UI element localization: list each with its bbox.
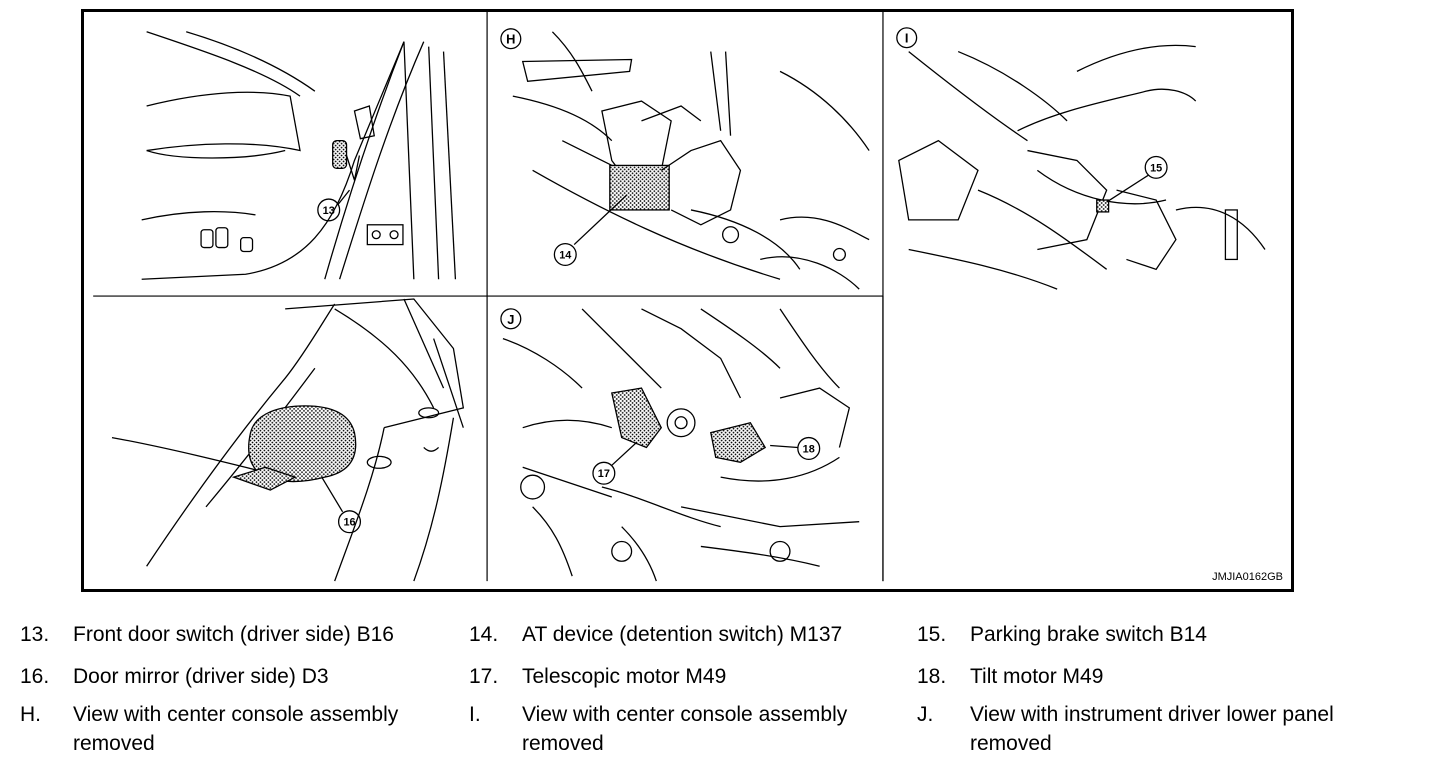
diagram-illustration: H I J 13 14 15 16 17 18	[93, 12, 1266, 582]
figure-code: JMJIA0162GB	[1212, 571, 1283, 583]
legend-number: 16.	[20, 665, 50, 688]
legend-text: Parking brake switch B14	[970, 623, 1207, 646]
panel-steering-motors	[500, 308, 860, 582]
legend-number: H.	[20, 703, 41, 726]
panel-letter-i: I	[905, 31, 909, 46]
legend-number: J.	[917, 703, 934, 726]
legend-text: AT device (detention switch) M137	[522, 623, 843, 646]
legend-text: View with instrument driver lower panel …	[970, 703, 1334, 755]
callout-13: 13	[323, 205, 335, 217]
legend-number: 15.	[917, 623, 947, 646]
panel-letter-j: J	[507, 312, 514, 327]
callout-15: 15	[1150, 162, 1162, 174]
legend-text: View with center console assembly remove…	[73, 703, 399, 755]
panel-parking-brake	[896, 27, 1266, 290]
callout-18: 18	[803, 443, 815, 455]
legend-number: 14.	[469, 623, 499, 646]
legend: 13. Front door switch (driver side) B16 …	[0, 620, 1440, 770]
legend-number: 18.	[917, 665, 947, 688]
callout-numbers: 13 14 15 16 17 18	[323, 162, 1163, 528]
panel-door-mirror	[111, 298, 465, 582]
legend-text: Telescopic motor M49	[522, 665, 727, 688]
legend-text: View with center console assembly remove…	[522, 703, 848, 755]
legend-number: 17.	[469, 665, 499, 688]
callout-17: 17	[598, 468, 610, 480]
legend-text: Tilt motor M49	[970, 665, 1104, 688]
panel-letters: H I J	[506, 31, 908, 327]
legend-number: I.	[469, 703, 481, 726]
panel-door-switch	[141, 31, 457, 280]
panel-at-device	[500, 28, 870, 290]
legend-text: Front door switch (driver side) B16	[73, 623, 394, 646]
legend-text: Door mirror (driver side) D3	[73, 665, 329, 688]
panel-grid	[93, 12, 884, 582]
panel-letter-h: H	[506, 32, 515, 47]
callout-16: 16	[343, 517, 355, 529]
diagram-figure: H I J 13 14 15 16 17 18 JMJIA0162GB	[81, 9, 1294, 592]
callout-14: 14	[559, 249, 571, 261]
legend-number: 13.	[20, 623, 50, 646]
